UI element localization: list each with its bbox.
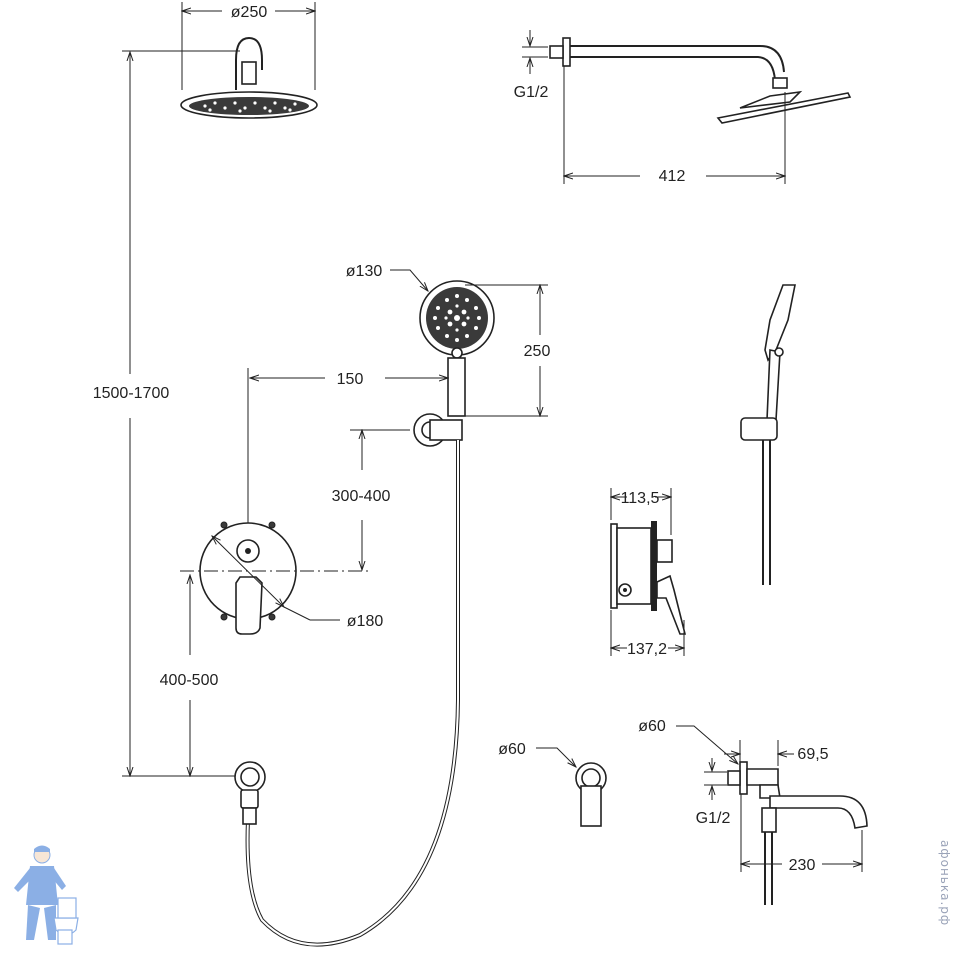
spout-thread-label: G1/2 (696, 810, 731, 827)
total-height-dimension: 1500-1700 (93, 52, 244, 776)
box-depth-label: 113,5 (621, 490, 660, 507)
spout-flange-label: ø60 (638, 718, 666, 735)
holder-height-label: 300-400 (332, 488, 391, 505)
plumber-mascot-logo (14, 845, 79, 945)
watermark-text: афонька.рф (938, 840, 952, 927)
holder-offset-label: 150 (337, 371, 364, 388)
mixer-plate-front: ø180 400-500 (160, 368, 384, 776)
spout-length-label: 230 (789, 857, 816, 874)
arm-thread-label: G1/2 (514, 84, 549, 101)
plate-diameter-label: ø180 (347, 613, 384, 630)
spout-offset-label: 69,5 (797, 746, 828, 763)
shower-hose (245, 440, 460, 947)
wall-outlet-front (234, 761, 266, 825)
mixer-height-label: 400-500 (160, 672, 219, 689)
rain-diameter-label: ø250 (231, 4, 268, 21)
outlet-diameter-label: ø60 (498, 741, 526, 758)
rain-shower-side: G1/2 412 (514, 30, 852, 185)
hand-shower-front: ø130 250 150 300-400 (250, 263, 550, 570)
box-total-label: 137,2 (627, 641, 667, 658)
arm-length-label: 412 (659, 168, 686, 185)
bath-spout-side: ø60 69,5 G1/2 230 (638, 718, 868, 905)
rain-shower-front: ø250 (122, 2, 318, 119)
hand-shower-side (740, 284, 796, 585)
total-height-label: 1500-1700 (93, 385, 170, 402)
hand-diameter-label: ø130 (346, 263, 383, 280)
outlet-front: ø60 (498, 741, 607, 827)
hand-length-label: 250 (524, 343, 551, 360)
concealed-box-side: 113,5 137,2 (611, 488, 687, 658)
